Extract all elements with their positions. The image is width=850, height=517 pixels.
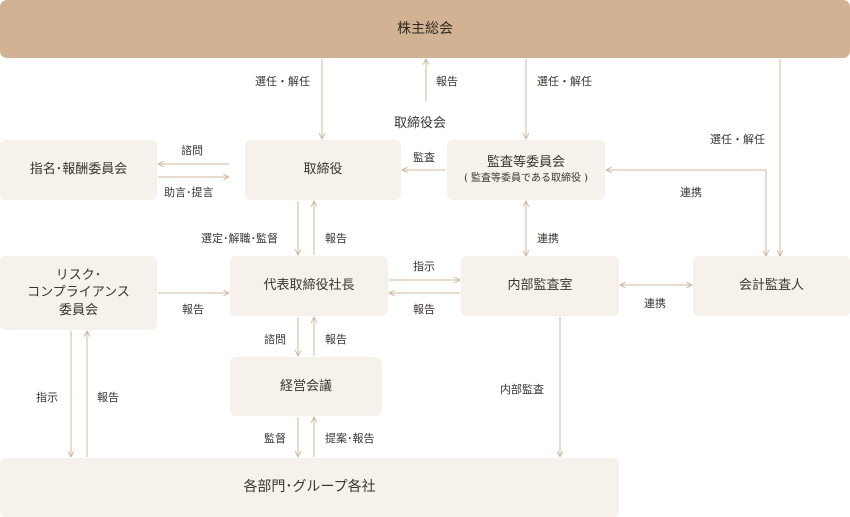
shareholders-meeting-label: 株主総会 <box>397 20 453 37</box>
label-cooperation-internal-auditor: 連携 <box>644 297 666 310</box>
arrow-audit-accounting-cooperation <box>606 170 766 256</box>
directors-box: 取締役 <box>245 140 401 200</box>
directors-label: 取締役 <box>303 162 343 178</box>
label-report-president-to-directors: 報告 <box>325 232 347 245</box>
risk-label-line3: 委員会 <box>58 302 98 318</box>
label-consult-management: 諮問 <box>264 333 286 346</box>
label-report-internal: 報告 <box>413 303 435 316</box>
label-internal-audit: 内部監査 <box>500 383 544 396</box>
label-report-to-shareholders: 報告 <box>436 75 458 88</box>
nomination-committee-box: 指名･報酬委員会 <box>0 140 157 200</box>
shareholders-meeting-box: 株主総会 <box>0 0 850 58</box>
label-appoint-dismiss-directors: 選任・解任 <box>255 75 310 88</box>
label-cooperation-audit-auditor: 連携 <box>680 186 702 199</box>
label-report-risk: 報告 <box>182 303 204 316</box>
audit-committee-sublabel: ( 監査等委員である取締役 ) <box>463 173 589 185</box>
management-meeting-box: 経営会議 <box>230 357 382 416</box>
president-label: 代表取締役社長 <box>263 278 355 294</box>
accounting-auditor-label: 会計監査人 <box>738 278 804 294</box>
label-propose-report: 提案･報告 <box>325 432 375 445</box>
label-instruction-internal: 指示 <box>413 260 435 273</box>
board-meeting-label: 取締役会 <box>394 116 447 131</box>
label-supervise: 監督 <box>264 432 286 445</box>
president-box: 代表取締役社長 <box>230 256 388 316</box>
audit-committee-label: 監査等委員会 <box>486 155 565 171</box>
accounting-auditor-box: 会計監査人 <box>693 256 850 316</box>
label-audit: 監査 <box>413 151 435 164</box>
departments-label: 各部門･グループ各社 <box>243 479 376 496</box>
audit-committee-box: 監査等委員会 ( 監査等委員である取締役 ) <box>447 140 605 200</box>
label-report-departments: 報告 <box>97 391 119 404</box>
internal-audit-office-label: 内部監査室 <box>507 278 573 294</box>
label-consult: 諮問 <box>181 144 203 157</box>
internal-audit-office-box: 内部監査室 <box>461 256 619 316</box>
label-advice: 助言･提言 <box>164 186 214 199</box>
label-appoint-dismiss-audit: 選任・解任 <box>537 75 592 88</box>
management-meeting-label: 経営会議 <box>279 378 332 394</box>
label-instruction-departments: 指示 <box>36 391 58 404</box>
label-report-management: 報告 <box>325 333 347 346</box>
nomination-committee-label: 指名･報酬委員会 <box>29 162 128 178</box>
label-select-supervise: 選定･解職･監督 <box>201 232 278 245</box>
risk-label-line2: コンプライアンス <box>27 285 130 301</box>
label-appoint-dismiss-auditor: 選任・解任 <box>710 133 765 146</box>
label-cooperation-audit-internal: 連携 <box>537 232 559 245</box>
risk-label-line1: リスク･ <box>55 267 102 283</box>
departments-box: 各部門･グループ各社 <box>0 458 619 517</box>
risk-compliance-committee-box: リスク･ コンプライアンス 委員会 <box>0 256 157 330</box>
